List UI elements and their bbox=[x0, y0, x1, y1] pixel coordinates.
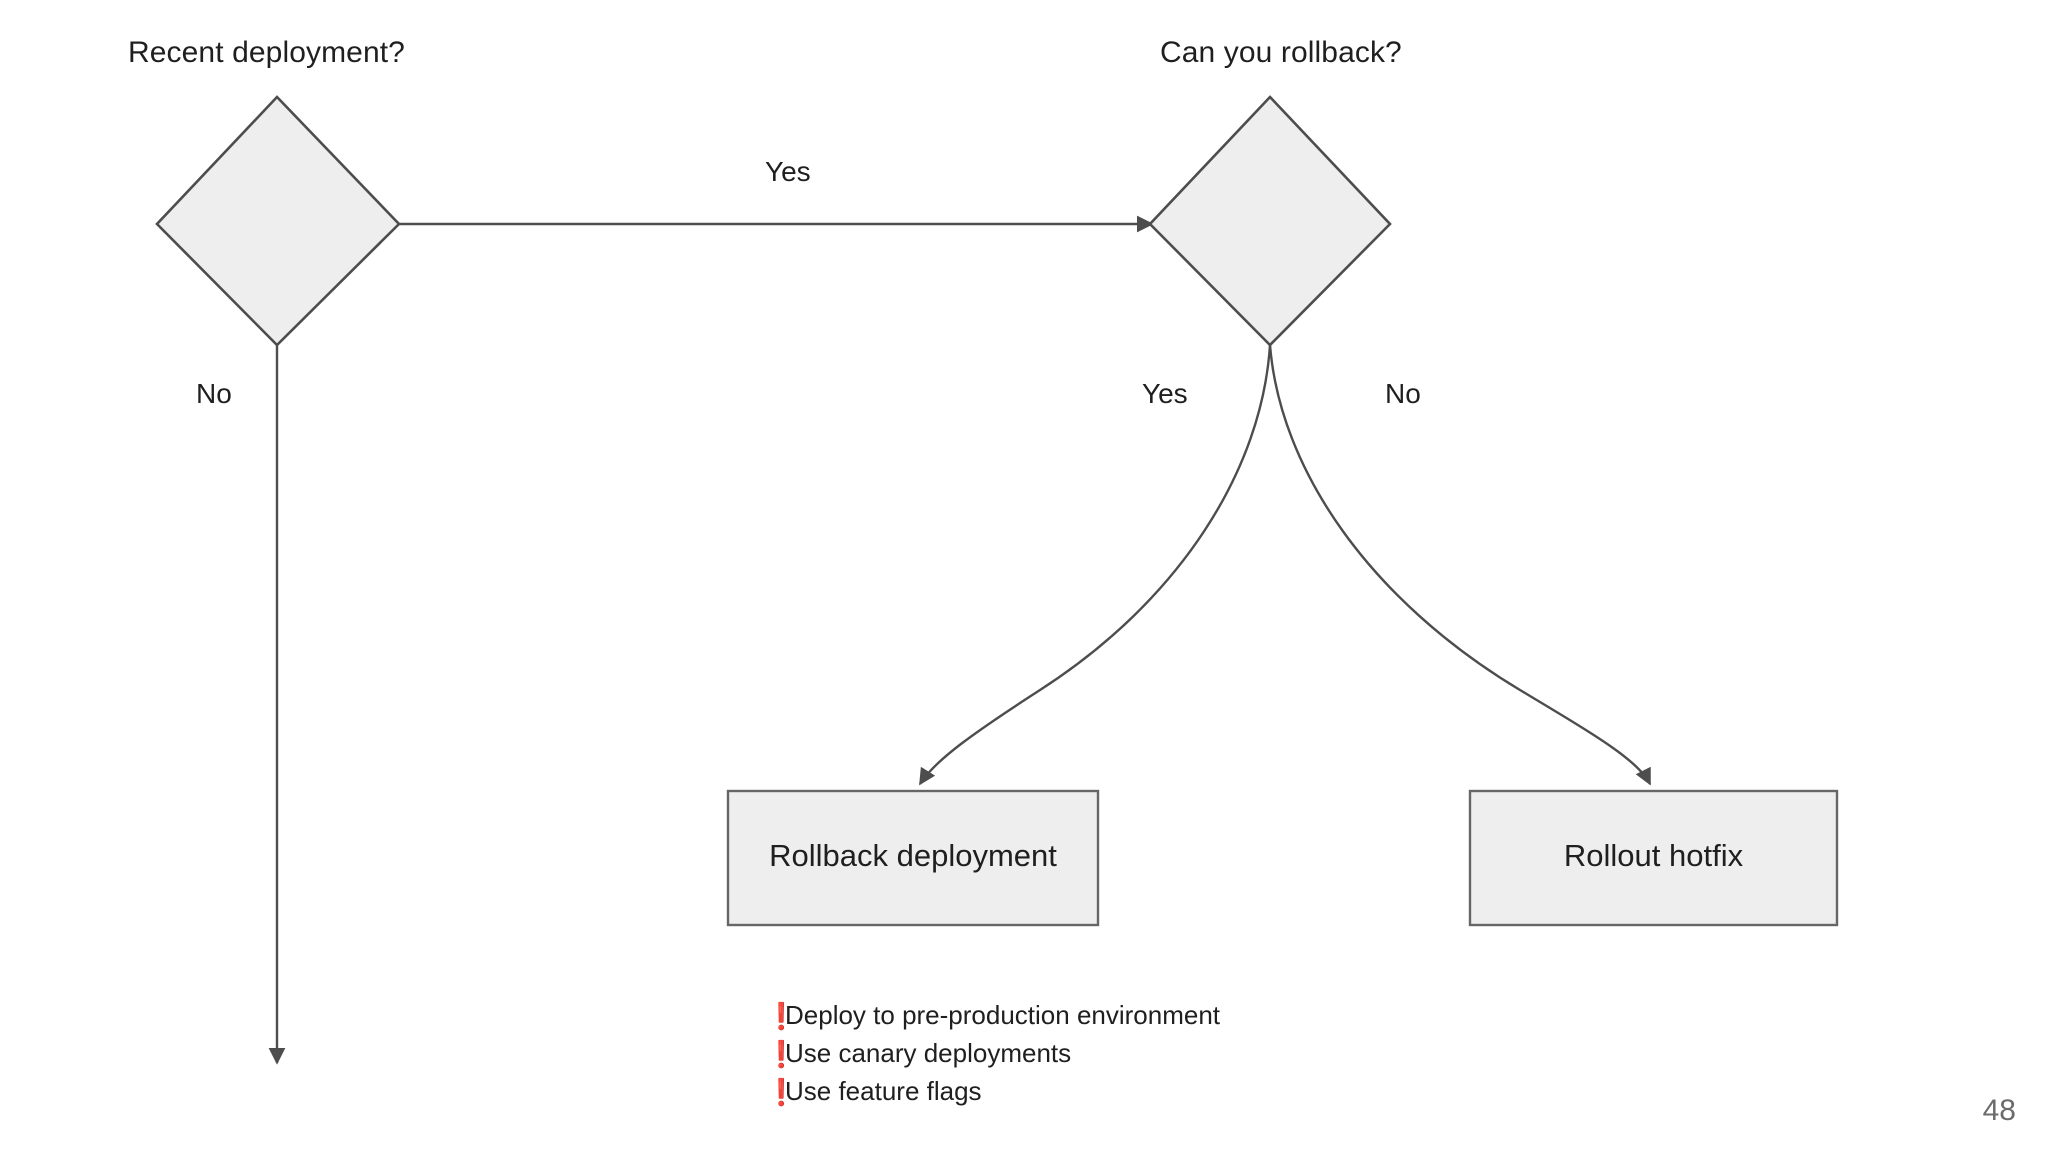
exclamation-icon: ❗ bbox=[765, 1039, 798, 1069]
decision-node-can-you-rollback[interactable] bbox=[1148, 95, 1392, 347]
edge-label-no-rollback: No bbox=[1385, 378, 1421, 409]
process-node-rollback-deployment[interactable] bbox=[726, 789, 1100, 927]
notes-list: ❗ Deploy to pre-production environment ❗… bbox=[765, 1000, 1465, 1114]
edge-label-no-recent-deployment: No bbox=[196, 378, 232, 409]
list-item-label: Deploy to pre-production environment bbox=[785, 1000, 1221, 1030]
process-node-rollout-hotfix[interactable] bbox=[1468, 789, 1839, 927]
process-label-rollout-hotfix: Rollout hotfix bbox=[1563, 838, 1744, 873]
process-label-rollback-deployment: Rollback deployment bbox=[769, 838, 1057, 873]
exclamation-icon: ❗ bbox=[765, 1077, 798, 1107]
list-item-label: Use feature flags bbox=[785, 1076, 982, 1106]
edge-label-yes-to-rollback-question: Yes bbox=[765, 156, 811, 187]
page-number: 48 bbox=[1982, 1094, 2016, 1127]
list-item: ❗ Use feature flags bbox=[765, 1076, 1465, 1114]
edge-label-yes-rollback: Yes bbox=[1142, 378, 1188, 409]
decision-label-recent-deployment: Recent deployment? bbox=[128, 36, 405, 69]
edge-rollback-yes bbox=[918, 344, 1272, 786]
edge-rollback-no bbox=[1268, 344, 1652, 786]
list-item: ❗ Deploy to pre-production environment bbox=[765, 1000, 1465, 1038]
list-item-label: Use canary deployments bbox=[785, 1038, 1072, 1068]
decision-label-can-you-rollback: Can you rollback? bbox=[1160, 36, 1402, 69]
exclamation-icon: ❗ bbox=[765, 1001, 798, 1031]
decision-node-recent-deployment[interactable] bbox=[155, 95, 401, 347]
list-item: ❗ Use canary deployments bbox=[765, 1038, 1465, 1076]
